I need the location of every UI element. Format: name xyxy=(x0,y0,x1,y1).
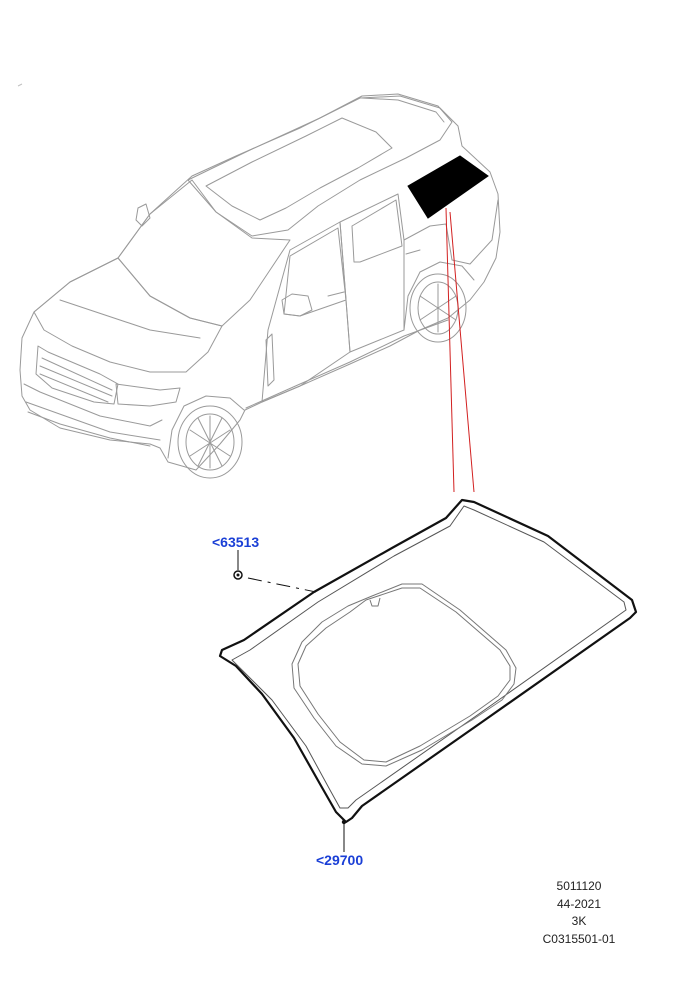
highlighted-rear-quarter-window[interactable] xyxy=(407,155,489,219)
reference-line-1: 5011120 xyxy=(556,879,602,893)
vehicle-windscreen xyxy=(117,179,291,327)
glass-outer-edge xyxy=(218,498,638,824)
callout-clip-label[interactable]: <63513 xyxy=(212,534,260,550)
clip-dash-line xyxy=(247,577,317,593)
callout-glass-label[interactable]: <29700 xyxy=(316,852,364,868)
reference-line-4: C0315501-01 xyxy=(542,931,616,946)
leader-line-left xyxy=(445,207,455,493)
roof-rear-spoiler xyxy=(361,97,445,123)
vehicle-front-wheel xyxy=(177,405,243,479)
vehicle-body-outline xyxy=(19,95,501,471)
glass-inner-panel xyxy=(297,587,511,763)
reference-line-3: 3K xyxy=(571,914,587,928)
vehicle-rear-wheel xyxy=(409,273,467,343)
vehicle-mirror xyxy=(281,293,313,317)
vehicle-rear-door xyxy=(339,193,405,353)
vehicle-rear-door-window xyxy=(351,199,403,263)
glass-part[interactable] xyxy=(218,498,638,824)
leader-line-right xyxy=(449,211,475,493)
vehicle-bonnet xyxy=(33,257,223,373)
vehicle-roof xyxy=(187,93,453,237)
glass-callout-marker xyxy=(341,819,347,852)
reference-line-2: 44-2021 xyxy=(556,896,602,911)
vehicle-sunroof xyxy=(205,117,393,221)
vehicle-headlight xyxy=(115,383,181,407)
clip-part[interactable] xyxy=(233,550,317,593)
glass-inner-edge xyxy=(231,505,627,809)
corner-mark xyxy=(17,83,23,87)
vehicle-front-door xyxy=(261,221,351,403)
vehicle-illustration xyxy=(19,93,501,479)
vehicle-front-door-window xyxy=(283,227,347,317)
leader-lines xyxy=(445,207,475,493)
reference-block: 5011120 44-2021 3K C0315501-01 xyxy=(524,878,634,948)
vehicle-grille xyxy=(35,345,119,405)
